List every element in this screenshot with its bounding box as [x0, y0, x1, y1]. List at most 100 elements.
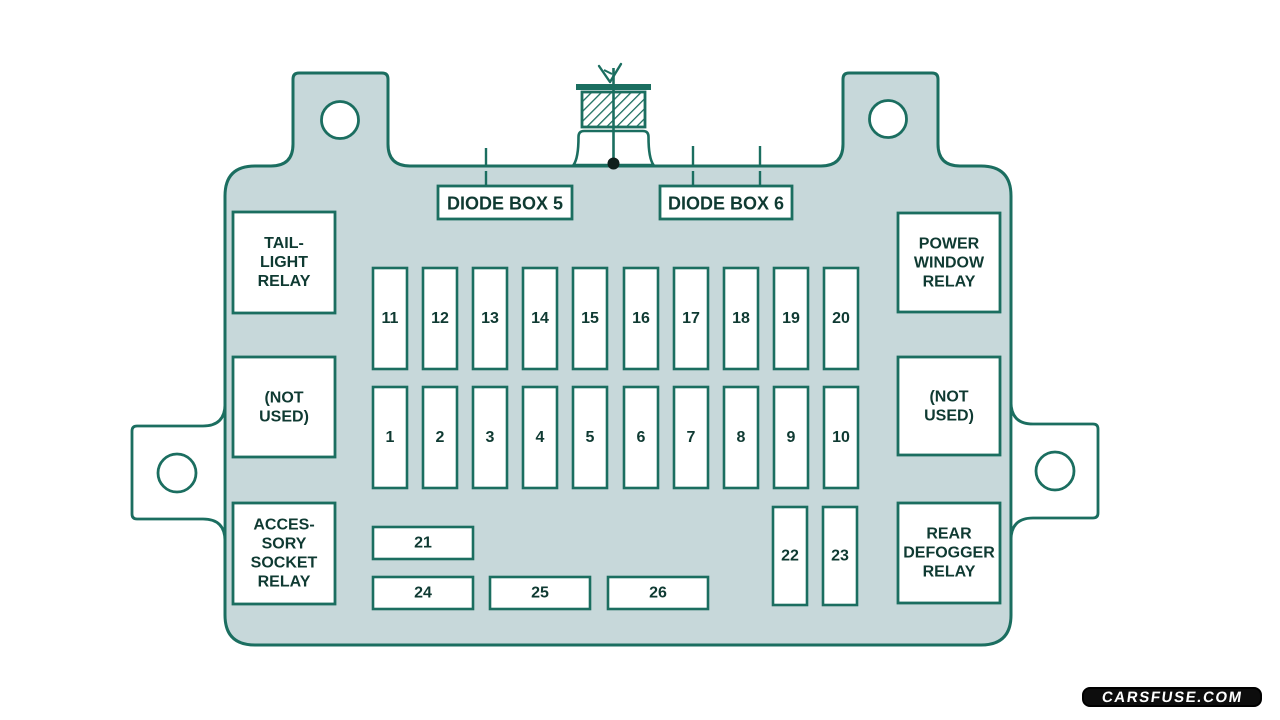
relay-label-line: TAIL-: [264, 235, 304, 252]
fuse-body: [821, 505, 859, 607]
relay-frame: [231, 501, 337, 606]
fuse-8: 8: [722, 385, 760, 490]
relay-label-line: REAR: [926, 526, 972, 543]
fuse-20: 20: [822, 266, 860, 371]
fuse-body: [571, 266, 609, 371]
fuse-label: 20: [832, 310, 850, 327]
fuse-7: 7: [672, 385, 710, 490]
fuse-17: 17: [672, 266, 710, 371]
fuse-body: [371, 266, 409, 371]
fuse-label: 25: [531, 585, 549, 602]
relay-label-line: (NOT: [929, 389, 968, 406]
fuse-body: [471, 385, 509, 490]
fuse-body: [371, 525, 475, 561]
fuse-body: [622, 266, 660, 371]
fuse-label: 24: [414, 585, 432, 602]
fuse-10: 10: [822, 385, 860, 490]
fuse-box-body: [223, 71, 1013, 647]
fuse-body: [371, 385, 409, 490]
fuse-11: 11: [371, 266, 409, 371]
fuse-label: 6: [637, 429, 646, 446]
carsfuse-watermark-text: CARSFUSE.COM: [1100, 688, 1244, 706]
diode-box-6-frame: [658, 184, 794, 221]
fuse-19: 19: [772, 266, 810, 371]
relay-label-line: RELAY: [258, 273, 311, 290]
fuse-body: [606, 575, 710, 611]
fuse-label: 1: [386, 429, 395, 446]
connector-junction-dot: [607, 157, 620, 170]
fuse-label: 12: [431, 310, 449, 327]
relay-label-line: RELAY: [923, 564, 976, 581]
diode-box-5: DIODE BOX 5: [436, 184, 574, 221]
relay-accessory-socket: ACCES- SORY SOCKET RELAY: [231, 501, 337, 606]
relay-label-line: (NOT: [264, 390, 303, 407]
fuse-body: [772, 385, 810, 490]
fuse-6: 6: [622, 385, 660, 490]
fuse-14: 14: [521, 266, 559, 371]
fuse-1: 1: [371, 385, 409, 490]
fuse-21: 21: [371, 525, 475, 561]
fuse-label: 19: [782, 310, 800, 327]
relay-label-line: RELAY: [258, 574, 311, 591]
fuse-18: 18: [722, 266, 760, 371]
relay-frame: [896, 501, 1002, 605]
fuse-label: 14: [531, 310, 549, 327]
fuse-body: [521, 266, 559, 371]
fuse-body: [622, 385, 660, 490]
fuse-label: 13: [481, 310, 499, 327]
fuse-label: 21: [414, 535, 432, 552]
relay-label-line: LIGHT: [260, 254, 308, 271]
relay-frame: [896, 355, 1002, 457]
relay-not-used-right: (NOT USED): [896, 355, 1002, 457]
fuse-label: 26: [649, 585, 667, 602]
diode-box-6-leads: [691, 146, 762, 186]
fuse-23: 23: [821, 505, 859, 607]
fuse-2: 2: [421, 385, 459, 490]
diode-box-6-label: DIODE BOX 6: [668, 194, 784, 214]
fuse-15: 15: [571, 266, 609, 371]
relay-label-line: USED): [924, 408, 974, 425]
fuse-label: 7: [687, 429, 696, 446]
fuse-22: 22: [771, 505, 809, 607]
fuse-body: [822, 385, 860, 490]
relay-frame: [896, 211, 1002, 314]
fuse-body: [421, 385, 459, 490]
fuse-body: [771, 505, 809, 607]
fuse-body: [722, 385, 760, 490]
fuse-label: 16: [632, 310, 650, 327]
fuse-label: 10: [832, 429, 850, 446]
fuse-label: 18: [732, 310, 750, 327]
fuse-label: 15: [581, 310, 599, 327]
fuse-3: 3: [471, 385, 509, 490]
fuse-26: 26: [606, 575, 710, 611]
fuse-body: [672, 385, 710, 490]
fuse-body: [822, 266, 860, 371]
relay-rear-defogger: REAR DEFOGGER RELAY: [896, 501, 1002, 605]
top-connector: [570, 62, 657, 170]
fuse-label: 3: [486, 429, 495, 446]
diode-box-5-label: DIODE BOX 5: [447, 194, 563, 214]
relay-label-line: USED): [259, 409, 309, 426]
fuse-12: 12: [421, 266, 459, 371]
fuse-label: 9: [787, 429, 796, 446]
connector-arrow-tick: [603, 69, 613, 75]
carsfuse-watermark-badge: CARSFUSE.COM: [1082, 687, 1262, 707]
fuse-body: [772, 266, 810, 371]
relay-label-line: DEFOGGER: [903, 545, 995, 562]
mount-hole-top-left: [320, 100, 360, 140]
fuse-4: 4: [521, 385, 559, 490]
relay-label-line: RELAY: [923, 274, 976, 291]
fuse-body: [371, 575, 475, 611]
relay-power-window: POWER WINDOW RELAY: [896, 211, 1002, 314]
fuse-body: [571, 385, 609, 490]
fuse-label: 2: [436, 429, 445, 446]
relay-label-line: SORY: [262, 536, 307, 553]
connector-arrow-icon: [597, 62, 623, 84]
fuse-label: 23: [831, 548, 849, 565]
relay-label-line: WINDOW: [914, 255, 985, 272]
fuse-body: [672, 266, 710, 371]
fuse-body: [521, 385, 559, 490]
relay-label-line: SOCKET: [251, 555, 318, 572]
